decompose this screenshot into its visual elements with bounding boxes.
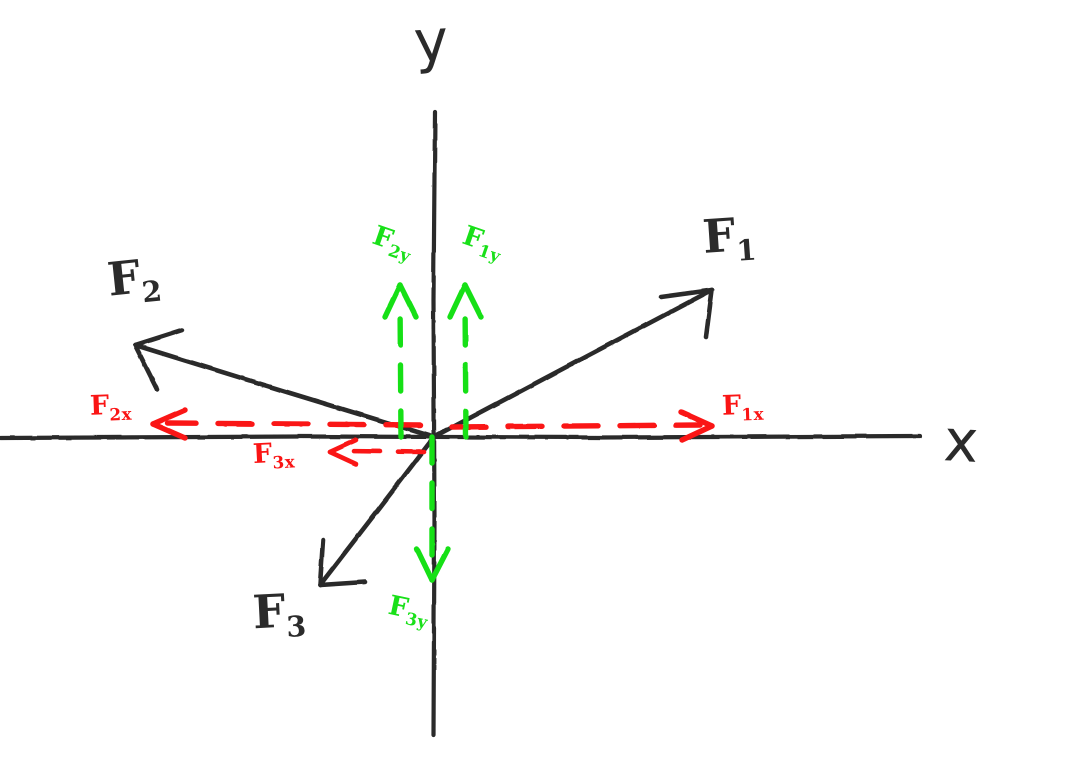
component-label-f2x-base: F: [89, 390, 110, 422]
component-label-f3x-base: F: [252, 438, 273, 471]
vector-label-f2-sub: 2: [140, 273, 164, 310]
vector-label-f1: F1: [700, 207, 758, 268]
component-label-f1x-base: F: [721, 390, 742, 422]
vector-f3: [317, 434, 437, 588]
component-f2x: [150, 407, 423, 441]
x-axis-line: [0, 433, 923, 441]
component-label-f2x: F2x: [89, 390, 133, 425]
component-f2y: [382, 282, 419, 440]
component-f3y: [414, 434, 451, 583]
vector-label-f3-base: F: [251, 583, 287, 640]
component-f3x: [327, 437, 427, 467]
vector-label-f3: F3: [251, 583, 308, 644]
component-label-f3y-sub: 3y: [403, 608, 430, 633]
component-f1y: [447, 282, 484, 440]
component-label-f1x: F1x: [721, 390, 765, 425]
vector-label-f1-sub: 1: [735, 232, 758, 268]
component-label-f3x: F3x: [252, 438, 296, 473]
component-label-f2x-sub: 2x: [109, 403, 133, 425]
vector-label-f2: F2: [104, 249, 164, 310]
x-axis-label: x: [942, 406, 981, 476]
vector-f1: [431, 287, 715, 440]
component-f1x: [449, 409, 715, 443]
vector-label-f2-base: F: [104, 249, 144, 307]
component-label-f1x-sub: 1x: [741, 403, 765, 425]
y-axis-line: [431, 109, 438, 738]
vector-label-f1-base: F: [700, 207, 738, 264]
y-axis-label: y: [411, 5, 451, 77]
component-label-f3x-sub: 3x: [272, 451, 296, 473]
vector-label-f3-sub: 3: [285, 608, 308, 644]
